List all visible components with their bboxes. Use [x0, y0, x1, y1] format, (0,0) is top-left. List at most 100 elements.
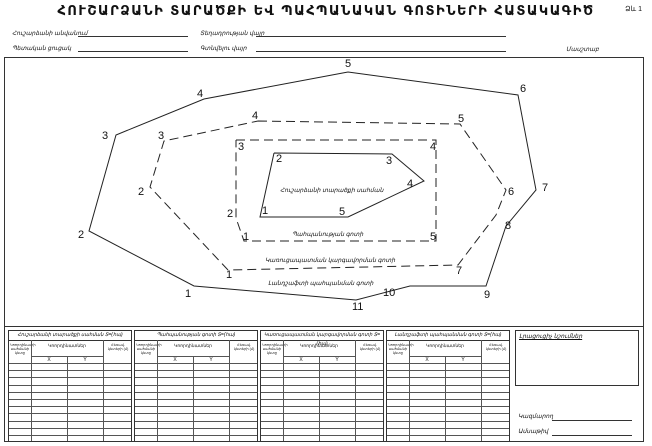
table-row[interactable] [261, 377, 383, 379]
table-row[interactable] [261, 406, 383, 408]
development-point-1: 1 [226, 269, 232, 281]
table-row[interactable] [9, 435, 131, 436]
plan-frame [4, 57, 644, 327]
table-column-line [319, 356, 320, 441]
table-row[interactable] [261, 413, 383, 415]
table-column-line [481, 340, 482, 441]
coordinate-table-4: Լանդշաֆտի պահպանման գոտի Տ=(հա) Կոորդինատ… [386, 330, 510, 442]
table-row[interactable] [387, 406, 509, 408]
table-column-line [355, 340, 356, 441]
coordinate-table-2: Պահպանության գոտի Տ=(հա)Կոորդինատի սահմա… [134, 330, 258, 442]
protection-point-2: 2 [227, 208, 233, 220]
coordinate-table-1: Հուշարձանի տարածքի սահման Տ=(հա)Կոորդինա… [8, 330, 132, 442]
coordinates-header: Կոորդինատներ [426, 343, 464, 348]
passport-code-field[interactable] [78, 51, 188, 52]
table-row[interactable] [135, 427, 257, 429]
y-header: Y [83, 357, 87, 363]
table-row[interactable] [387, 370, 509, 372]
table-row[interactable] [9, 377, 131, 379]
table-row[interactable] [135, 391, 257, 393]
date-field[interactable] [552, 435, 632, 436]
table-row[interactable] [9, 413, 131, 415]
table-row[interactable] [135, 420, 257, 422]
table-row[interactable] [9, 399, 131, 400]
table-row[interactable] [9, 391, 131, 393]
table-column-line [157, 340, 158, 441]
community-field[interactable] [256, 51, 506, 52]
protection-point-1: 1 [243, 231, 249, 243]
table-row[interactable] [9, 363, 131, 364]
y-header: Y [209, 357, 213, 363]
table-row[interactable] [261, 363, 383, 364]
protection-caption: Պահպանության գոտի [292, 231, 363, 238]
scale-label: Մասշտաբ [566, 47, 599, 53]
table-row[interactable] [135, 363, 257, 364]
notes-box[interactable]: Լրացուցիչ նշումներ [515, 330, 639, 386]
document-title: ՀՈՒՇԱՐՁԱՆԻ ՏԱՐԱԾՔԻ ԵՎ ՊԱՀՊԱՆԱԿԱՆ ԳՈՏԻՆԵՐ… [57, 4, 595, 19]
table-column-line [283, 340, 284, 441]
table-row[interactable] [261, 399, 383, 400]
x-header: X [425, 357, 429, 363]
community-label: Գտնվելու վայր [200, 46, 247, 52]
table-row[interactable] [387, 384, 509, 386]
table-row[interactable] [9, 370, 131, 372]
table-row[interactable] [9, 427, 131, 429]
protection-point-4: 4 [430, 141, 436, 153]
y-header: Y [461, 357, 465, 363]
protection-point-5: 5 [430, 231, 436, 243]
table-row[interactable] [261, 370, 383, 372]
table-row[interactable] [261, 435, 383, 436]
table-header: Կառուցապատման կարգավորման գոտի Տ=(հա) [261, 331, 383, 347]
table-column-line [193, 356, 194, 441]
monument-name-label: Հուշարձանի անվանում [12, 31, 88, 37]
table-row[interactable] [387, 435, 509, 436]
table-row[interactable] [135, 377, 257, 379]
table-row[interactable] [9, 384, 131, 386]
table-column-line [409, 340, 410, 441]
table-row[interactable] [135, 384, 257, 386]
table-row[interactable] [387, 391, 509, 393]
development-point-7: 7 [456, 265, 462, 277]
monument-name-field[interactable] [78, 36, 188, 37]
table-row[interactable] [261, 384, 383, 386]
table-row-line [31, 356, 103, 357]
notes-label: Լրացուցիչ նշումներ [519, 334, 583, 340]
monument-point-3: 3 [386, 155, 392, 167]
coordinates-header: Կոորդինատներ [300, 343, 338, 348]
table-row[interactable] [135, 413, 257, 415]
table-row-line [157, 356, 229, 357]
table-row[interactable] [9, 406, 131, 408]
compiler-field[interactable] [552, 420, 632, 421]
table-row[interactable] [135, 435, 257, 436]
table-row[interactable] [135, 406, 257, 408]
table-row[interactable] [9, 420, 131, 422]
monument-point-2: 2 [276, 153, 282, 165]
table-row[interactable] [387, 399, 509, 400]
development-caption: Կառուցապատման կարգավորման գոտի [265, 257, 395, 264]
table-column-line [229, 340, 230, 441]
distance-header: Հեռավ. կետերի (մ) [107, 343, 129, 351]
table-row-line [283, 356, 355, 357]
landscape-point-3: 3 [102, 130, 108, 142]
table-row[interactable] [387, 413, 509, 415]
table-row[interactable] [135, 399, 257, 400]
table-column-line [103, 340, 104, 441]
table-row[interactable] [387, 427, 509, 429]
table-row[interactable] [387, 363, 509, 364]
compiler-label: Կազմարող [518, 414, 554, 420]
x-header: X [47, 357, 51, 363]
table-row[interactable] [261, 427, 383, 429]
monument-caption: Հուշարձանի տարածքի սահման [280, 187, 385, 194]
table-row[interactable] [135, 370, 257, 372]
landscape-zone-boundary [88, 71, 537, 301]
table-row[interactable] [387, 377, 509, 379]
table-row[interactable] [387, 420, 509, 422]
table-row[interactable] [261, 420, 383, 422]
development-point-4: 4 [252, 110, 258, 122]
table-header: Լանդշաֆտի պահպանման գոտի Տ=(հա) [387, 331, 509, 341]
table-row[interactable] [261, 391, 383, 393]
point-no-header: Կոորդինատի սահմանի կետը [388, 343, 414, 355]
location-field[interactable] [256, 36, 506, 37]
monument-territory-boundary [259, 152, 425, 218]
coordinates-header: Կոորդինատներ [174, 343, 212, 348]
